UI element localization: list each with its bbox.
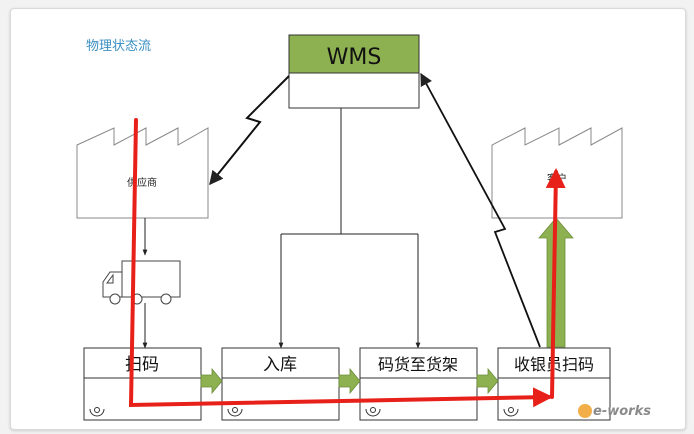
push-arrow-icon	[338, 367, 361, 395]
supplier-factory-icon: 供应商	[76, 127, 209, 219]
step-label-shelving: 码货至货架	[378, 355, 458, 374]
lightning-arrow-icon	[420, 72, 541, 348]
logo-text: e-works	[593, 404, 651, 419]
operator-icon	[503, 407, 519, 417]
step-label-inbound: 入库	[263, 355, 297, 375]
eworks-logo: e-works	[578, 404, 651, 419]
process-box-shelving: 码货至货架	[359, 347, 478, 421]
process-box-inbound: 入库	[221, 347, 340, 421]
truck-icon	[102, 260, 181, 305]
diagram-title: 物理状态流	[86, 39, 151, 54]
push-arrow-icon	[476, 367, 499, 395]
wms-connector-lines	[278, 108, 421, 349]
wms-label: WMS	[327, 45, 382, 70]
operator-icon	[89, 407, 105, 417]
operator-icon	[365, 407, 381, 417]
process-box-scan: 扫码	[83, 347, 202, 421]
operator-icon	[227, 407, 243, 417]
lightning-arrow-icon	[209, 75, 290, 186]
physical-flow-line	[128, 118, 566, 408]
push-arrow-icon	[200, 367, 223, 395]
supplier-label: 供应商	[127, 176, 157, 189]
wms-box: WMS	[288, 34, 420, 109]
